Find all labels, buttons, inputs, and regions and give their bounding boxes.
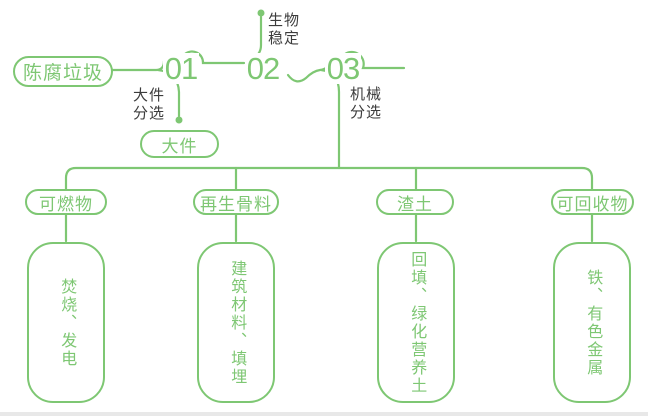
bio-dot	[257, 9, 265, 17]
label-mechanical-sorting: 机械分选	[350, 86, 383, 121]
disposal-text: 焚烧、发电	[58, 277, 76, 368]
node-source: 陈腐垃圾	[13, 56, 113, 87]
step-number-01: 01	[163, 51, 199, 86]
node-category-combustible: 可燃物	[25, 189, 107, 215]
step-number-03: 03	[325, 51, 361, 86]
node-category-recycled-aggregate: 再生骨料	[193, 189, 279, 215]
swoosh-02-line-to-03	[286, 60, 332, 83]
box-disposal-slag-soil: 回填、绿化营养土	[377, 242, 455, 403]
bottom-page-edge	[0, 412, 648, 416]
step-number-02: 02	[245, 51, 281, 86]
label-bio-stabilization: 生物稳定	[268, 12, 301, 47]
node-bulky-output: 大件	[140, 130, 219, 158]
node-category-recyclable: 可回收物	[551, 189, 634, 215]
disposal-text: 回填、绿化营养土	[408, 250, 426, 395]
box-disposal-recycled-aggregate: 建筑材料、填埋	[197, 242, 275, 403]
disposal-text: 铁、有色金属	[584, 268, 602, 377]
box-disposal-combustible: 焚烧、发电	[27, 242, 105, 403]
disposal-text: 建筑材料、填埋	[228, 259, 246, 386]
box-disposal-recyclable: 铁、有色金属	[553, 242, 631, 403]
bulky-dot	[175, 116, 183, 124]
line-source-to-01	[111, 59, 166, 72]
distribution-line	[64, 166, 594, 192]
node-category-slag-soil: 渣土	[376, 189, 454, 215]
label-bulky-sorting: 大件分选	[133, 87, 166, 122]
